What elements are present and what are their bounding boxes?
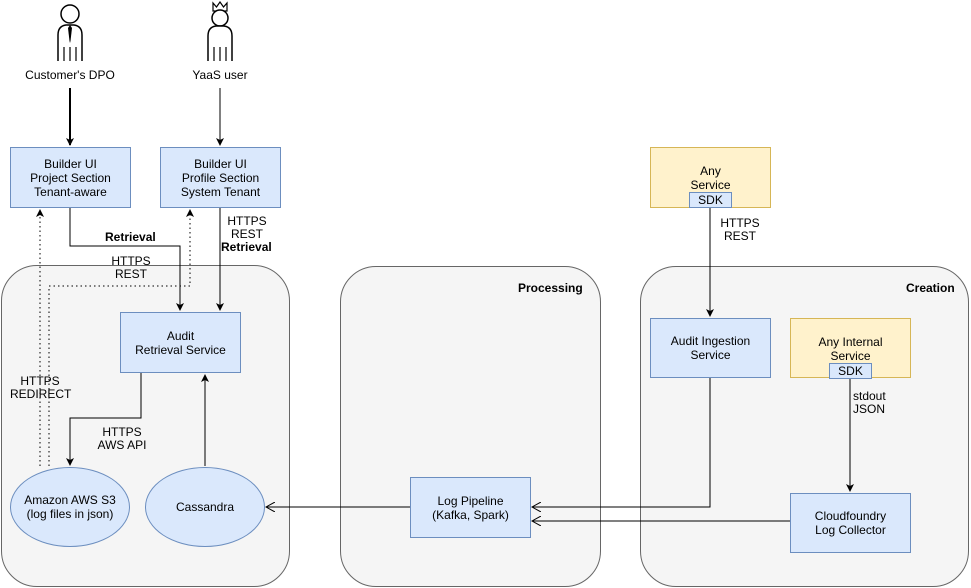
edge-label-line: HTTPS bbox=[20, 374, 60, 388]
edge-label-https-aws-api: HTTPS AWS API bbox=[92, 426, 152, 452]
edge-s3-redirect-to-builder-profile bbox=[48, 209, 194, 466]
node-line: Audit bbox=[166, 328, 195, 343]
amazon-s3-node: Amazon AWS S3 (log files in json) bbox=[10, 467, 130, 547]
edge-label-line: HTTPS bbox=[102, 425, 142, 439]
edge-ingestion-to-pipeline bbox=[532, 378, 711, 507]
log-pipeline-node: Log Pipeline (Kafka, Spark) bbox=[410, 477, 531, 538]
node-line: Retrieval Service bbox=[135, 342, 226, 357]
node-line: Profile Section bbox=[181, 170, 260, 185]
node-line: Cassandra bbox=[175, 500, 235, 514]
node-line: Builder UI bbox=[44, 156, 97, 171]
node-line: Amazon AWS S3 bbox=[24, 493, 116, 507]
audit-retrieval-service-node: Audit Retrieval Service bbox=[120, 312, 241, 373]
sdk-badge: SDK bbox=[689, 192, 732, 208]
node-line: Service bbox=[830, 349, 871, 363]
cloudfoundry-log-collector-node: Cloudfoundry Log Collector bbox=[790, 493, 911, 553]
any-internal-service-node: Any Internal Service SDK bbox=[790, 318, 911, 379]
builder-ui-project-node: Builder UI Project Section Tenant-aware bbox=[10, 147, 131, 208]
edge-builder-project-to-retrieval bbox=[69, 208, 184, 311]
edge-label-stdout-json: stdout JSON bbox=[853, 390, 887, 416]
node-line: (log files in json) bbox=[26, 507, 114, 521]
edge-retrieval-to-s3 bbox=[66, 373, 142, 466]
node-line: Service bbox=[690, 348, 731, 362]
edge-label-line: REST bbox=[723, 229, 756, 243]
actor-label-yaas: YaaS user bbox=[192, 68, 248, 82]
node-line: System Tenant bbox=[180, 184, 261, 199]
edge-label-https-rest-profile: HTTPS REST bbox=[226, 215, 268, 241]
edge-label-https-rest-left: HTTPS REST bbox=[110, 255, 152, 281]
edge-label-https-rest-any: HTTPS REST bbox=[719, 217, 761, 243]
node-line: Builder UI bbox=[194, 156, 247, 171]
zone-title-processing: Processing bbox=[518, 281, 583, 295]
node-line: Log Pipeline bbox=[437, 493, 504, 508]
audit-ingestion-service-node: Audit Ingestion Service bbox=[650, 318, 771, 378]
edge-label-line: stdout bbox=[853, 389, 886, 403]
edge-label-https-redirect: HTTPS REDIRECT bbox=[10, 374, 72, 401]
edge-label-line: JSON bbox=[853, 402, 886, 416]
edge-label-line: AWS API bbox=[97, 438, 147, 452]
zone-title-creation: Creation bbox=[906, 281, 955, 295]
builder-ui-profile-node: Builder UI Profile Section System Tenant bbox=[160, 147, 281, 208]
edge-label-line: REST bbox=[230, 227, 263, 241]
sdk-badge: SDK bbox=[829, 363, 872, 379]
edge-label-retrieval-profile: Retrieval bbox=[221, 240, 272, 254]
node-line: Tenant-aware bbox=[34, 184, 107, 199]
edge-label-line: HTTPS bbox=[227, 214, 267, 228]
edge-label-line: HTTPS bbox=[720, 216, 760, 230]
node-line: Any Internal bbox=[818, 335, 883, 349]
edge-label-line: HTTPS bbox=[111, 254, 151, 268]
cassandra-node: Cassandra bbox=[145, 467, 265, 547]
node-line: Audit Ingestion bbox=[670, 334, 751, 348]
edge-label-retrieval-left: Retrieval bbox=[105, 230, 156, 244]
node-line: Service bbox=[690, 178, 731, 192]
node-line: Project Section bbox=[30, 170, 111, 185]
any-service-node: Any Service SDK bbox=[650, 147, 771, 208]
person-with-tie-icon bbox=[54, 3, 86, 65]
person-with-crown-icon bbox=[204, 0, 236, 65]
node-line: (Kafka, Spark) bbox=[432, 507, 509, 522]
node-line: Any bbox=[700, 164, 721, 178]
actor-label-dpo: Customer's DPO bbox=[25, 68, 115, 82]
node-line: Log Collector bbox=[815, 523, 886, 537]
edge-label-line: REST bbox=[114, 267, 147, 281]
node-line: Cloudfoundry bbox=[814, 509, 887, 523]
edge-label-line: REDIRECT bbox=[10, 387, 72, 401]
